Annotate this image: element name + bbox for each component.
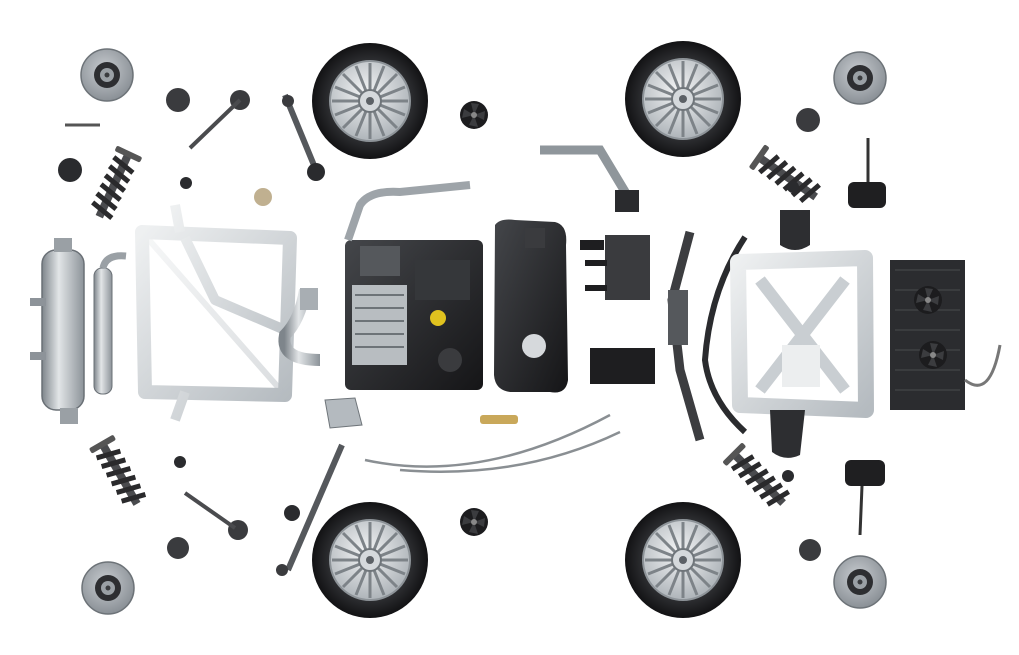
fuel-tank (494, 219, 568, 393)
pedal-box (580, 235, 650, 300)
exhaust-downpipe (278, 288, 321, 366)
disc-bottom-left (81, 561, 135, 615)
driveshaft-top (282, 93, 325, 181)
brass-fitting (480, 415, 518, 424)
rear-subframe (730, 250, 874, 418)
radiator-fan-assembly (890, 260, 1002, 410)
intake-pipe (344, 181, 471, 242)
front-left-wheel (310, 41, 430, 161)
small-bushings (174, 177, 799, 482)
hub-knuckle-bottom-left (167, 491, 248, 559)
cooling-fan-bottom (460, 508, 488, 536)
driveshaft-bottom (276, 443, 345, 576)
wishbone-right-bottom (770, 410, 805, 458)
brake-caliper-top-left (58, 123, 100, 182)
wishbone-right-top (780, 210, 810, 250)
rear-left-wheel (310, 500, 430, 620)
hub-knuckle-top-left (166, 88, 250, 150)
engine-block (345, 240, 483, 390)
control-cables (364, 413, 621, 473)
gearbox-mount (590, 348, 655, 384)
disc-top-right (833, 51, 887, 105)
hub-knuckle-bottom-right (799, 539, 821, 561)
anti-roll-bar (701, 235, 748, 435)
hub-knuckle-top-right (796, 108, 820, 132)
disc-bottom-right (833, 555, 887, 609)
exhaust-muffler (30, 238, 127, 424)
front-right-wheel (623, 39, 743, 159)
cooling-fan-top (460, 101, 488, 129)
steering-rack (667, 230, 705, 442)
rear-right-wheel (623, 500, 743, 620)
engine-mount-bracket (324, 397, 363, 429)
steering-column (540, 145, 639, 212)
disc-top-left (80, 48, 134, 102)
reservoir-right-top (848, 138, 886, 208)
reservoir-right-bottom (845, 460, 885, 536)
front-subframe (135, 204, 297, 422)
